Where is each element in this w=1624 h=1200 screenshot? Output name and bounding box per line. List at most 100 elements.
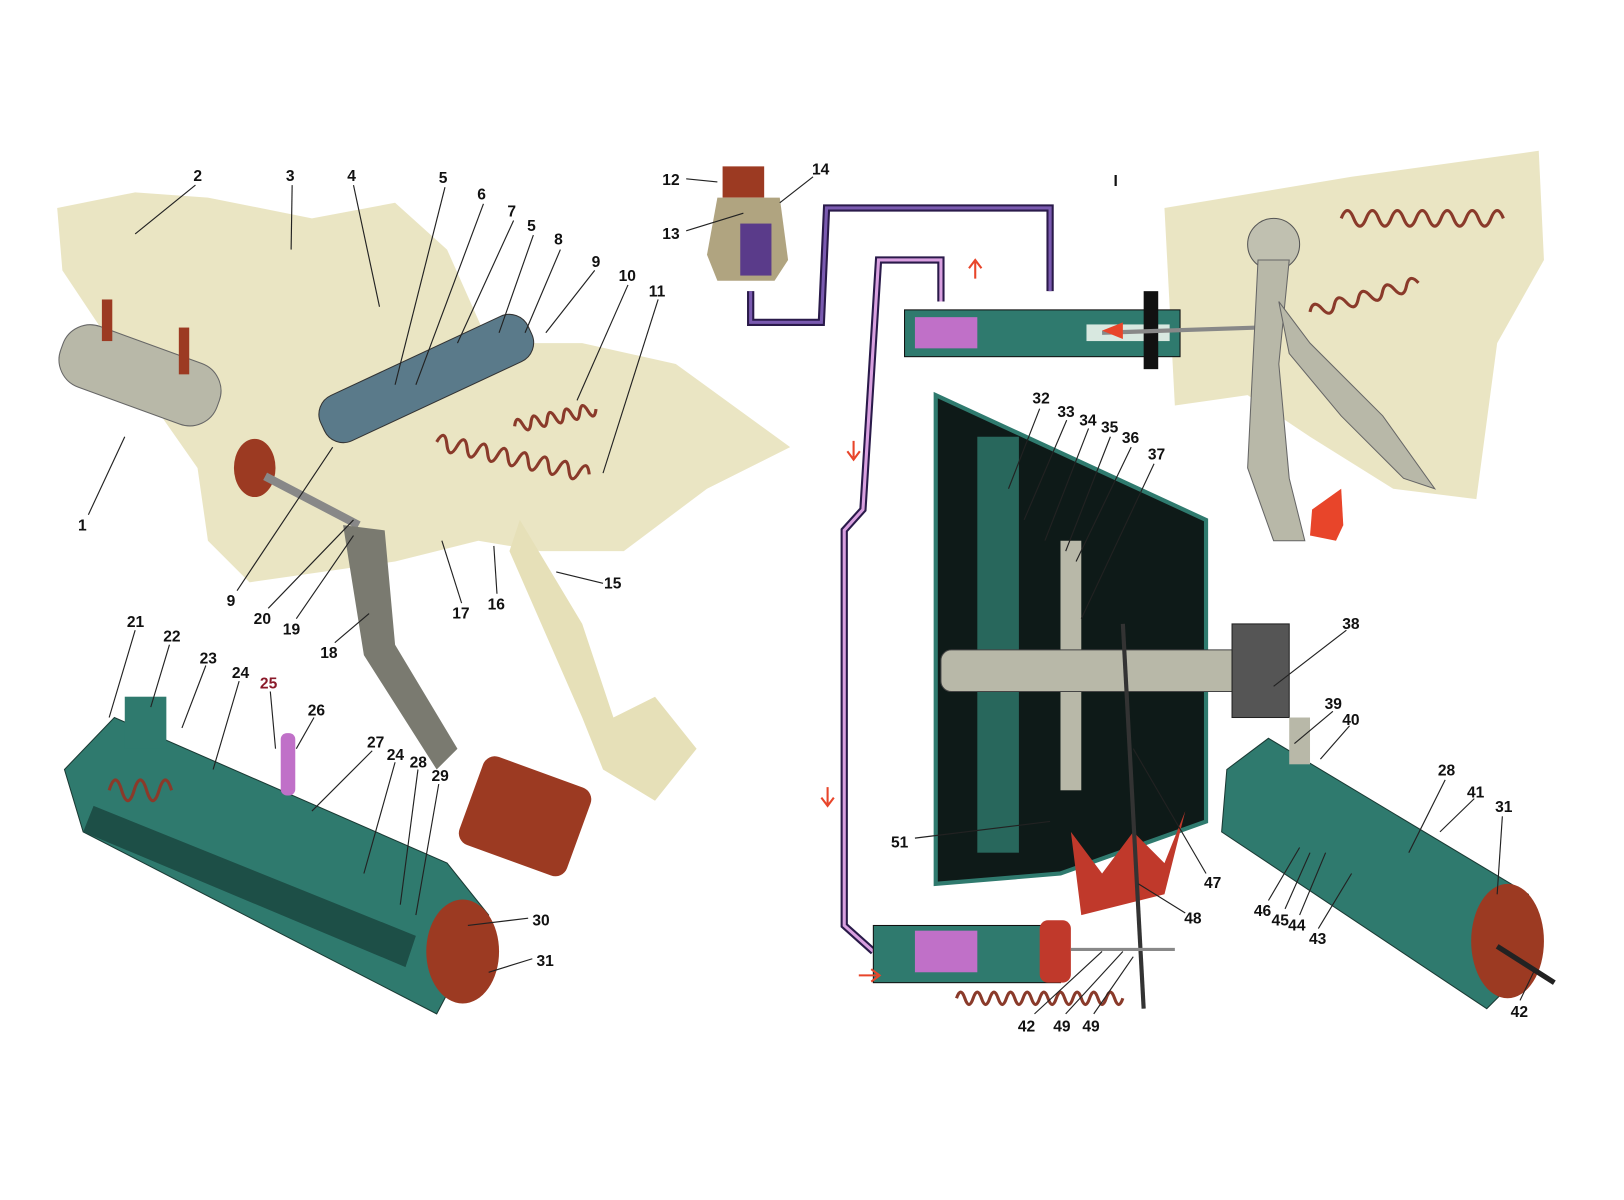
label-24: 24 [387,747,405,764]
leader-line-24 [363,762,396,874]
label-6: 6 [477,187,486,204]
label-12: 12 [662,172,680,189]
leader-line-27 [311,750,373,812]
label-42: 42 [1511,1004,1529,1021]
label-38: 38 [1342,616,1360,633]
label-1: 1 [78,517,87,534]
label-20: 20 [254,611,272,628]
label-25: 25 [260,675,278,692]
leader-line-1 [87,436,126,515]
flow-arrow-down-icon [846,440,861,462]
label-34: 34 [1079,412,1097,429]
pedal-assembly-right [1247,217,1437,542]
leader-line-30 [467,917,529,927]
leader-line-12 [686,178,718,183]
leader-line-33 [1023,419,1068,521]
label-9: 9 [592,254,601,271]
label-4: 4 [347,168,356,185]
label-13: 13 [662,226,680,243]
label-40: 40 [1342,712,1360,729]
slave-cylinder-cutaway [1221,717,1556,1010]
label-2: 2 [193,168,202,185]
leader-line-17 [441,540,463,604]
leader-line-51 [914,820,1051,839]
label-45: 45 [1272,912,1290,929]
view-marker: I [1114,173,1118,190]
leader-line-9 [545,270,596,334]
master-cylinder-cutaway [63,696,500,1015]
leader-line-34 [1044,428,1090,541]
label-48: 48 [1184,910,1202,927]
leader-line-48 [1138,883,1186,914]
leader-line-28 [399,769,419,905]
label-23: 23 [200,650,218,667]
leader-line-18 [334,613,370,644]
label-33: 33 [1057,404,1075,421]
label-22: 22 [163,629,181,646]
label-16: 16 [488,596,506,613]
leader-line-38 [1273,629,1347,687]
return-spring [435,433,591,481]
label-28: 28 [410,754,428,771]
label-5: 5 [439,170,448,187]
pedal-force-arrow-icon [1310,488,1344,541]
leader-line-7 [456,220,515,344]
leader-line-45 [1284,852,1311,910]
leader-line-23 [181,665,207,729]
leader-line-35 [1065,436,1111,552]
label-5: 5 [527,218,536,235]
leader-line-9 [236,446,334,591]
label-10: 10 [619,268,637,285]
leader-line-49 [1065,951,1124,1015]
master-cylinder-assembly [58,299,592,877]
pipe-master-to-slave-fluid [842,258,943,953]
leader-line-15 [556,571,604,584]
leader-line-29 [415,783,440,916]
label-24: 24 [232,665,250,682]
label-42: 42 [1018,1019,1036,1036]
leader-lines [87,176,1535,1015]
label-51: 51 [891,834,909,851]
label-46: 46 [1254,903,1272,920]
leader-line-5 [498,234,534,333]
label-18: 18 [320,645,338,662]
label-8: 8 [554,231,563,248]
leader-line-5 [394,187,446,385]
body-panel-right [1164,150,1544,500]
flow-arrow-down-lower-icon [820,787,835,808]
leader-line-4 [352,184,381,307]
pedal-return-spring [1339,209,1505,228]
label-47: 47 [1204,875,1221,892]
master-cylinder-section [904,291,1259,370]
leader-line-40 [1319,725,1350,760]
label-3: 3 [286,168,295,185]
leader-line-42 [1519,972,1535,1001]
servo-spring-right [1308,276,1420,315]
label-49: 49 [1053,1019,1071,1036]
leader-line-11 [602,299,659,474]
leader-line-25 [269,691,277,749]
label-30: 30 [532,912,550,929]
piston-arrow-icon [1102,322,1123,339]
leader-line-39 [1294,710,1334,744]
label-35: 35 [1101,420,1119,437]
label-21: 21 [127,614,145,631]
leader-line-6 [415,203,484,385]
leader-line-3 [290,185,293,250]
leader-line-13 [686,212,744,232]
leader-line-31 [488,958,533,973]
label-37: 37 [1148,447,1165,464]
label-31: 31 [536,953,554,970]
leader-line-41 [1439,798,1475,833]
leader-line-42 [1034,951,1103,1015]
servo-spring [513,403,598,432]
label-19: 19 [283,621,301,638]
leader-line-22 [150,644,171,708]
leader-line-21 [108,629,136,718]
label-32: 32 [1032,390,1050,407]
leader-line-2 [134,184,196,235]
clutch-housing-section [933,391,1290,1009]
label-28: 28 [1438,763,1456,780]
